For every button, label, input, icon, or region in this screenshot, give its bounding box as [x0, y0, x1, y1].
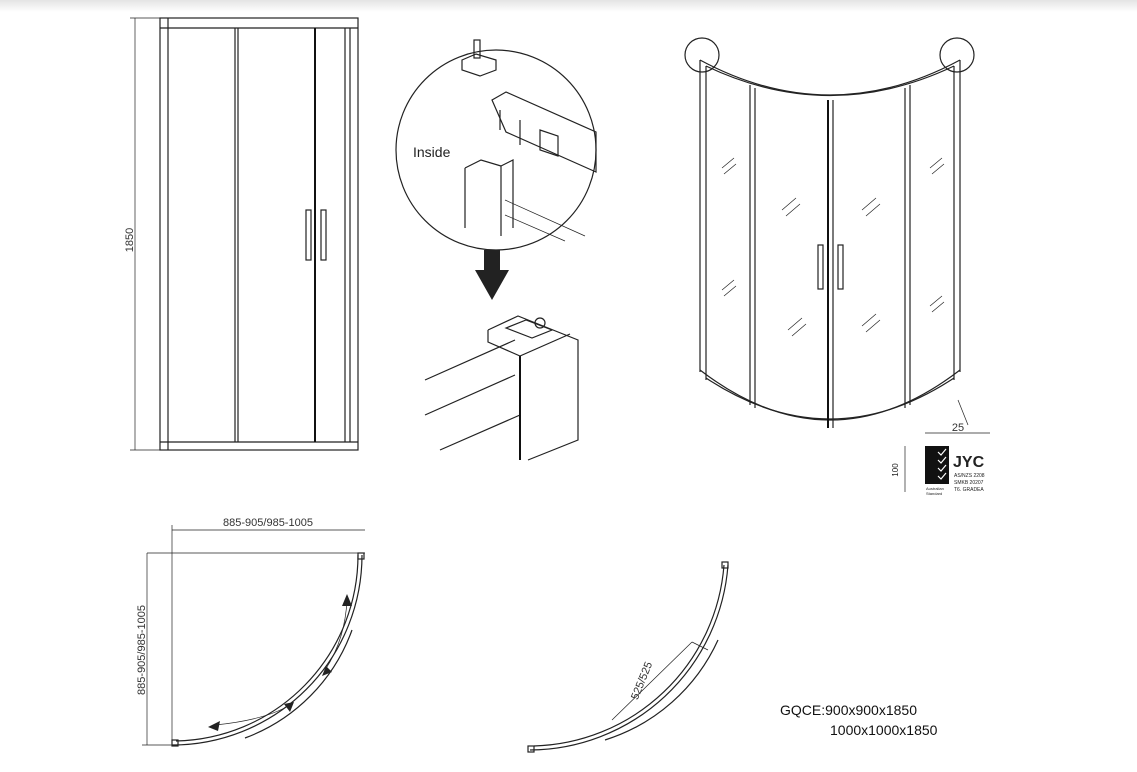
plan-view: 885-905/985-1005 885-905/985-1005: [136, 517, 365, 747]
down-arrow-icon: [475, 250, 509, 300]
standard-text: SMKB 20207: [954, 480, 984, 486]
model-code: GQCE:900x900x1850: [780, 702, 917, 718]
standard-text: T6. GRADEA: [954, 487, 984, 493]
height-dimension: 1850: [124, 228, 136, 252]
badge-height-dim: 100: [891, 463, 900, 477]
sliding-arrow-icon: [322, 594, 352, 676]
front-elevation: 1850: [124, 17, 359, 451]
top-bar: [0, 0, 1137, 12]
model-size: 1000x1000x1850: [830, 722, 938, 738]
sliding-arrow-icon: [208, 702, 294, 731]
cap-detail: Inside: [395, 39, 597, 461]
inside-label: Inside: [413, 144, 451, 160]
caption-text: Australian: [926, 486, 944, 491]
badge-width-dim: 25: [952, 422, 964, 434]
standard-text: AS/NZS 2208: [954, 473, 985, 479]
door-opening-plan: 525/525: [527, 561, 729, 753]
brand-logo: JYC: [953, 454, 985, 471]
caption-text: Standard: [926, 491, 942, 496]
door-handle-left: [305, 209, 312, 261]
enclosure-3d-view: [684, 37, 975, 428]
plan-depth-dim: 885-905/985-1005: [136, 605, 148, 695]
plan-width-dim: 885-905/985-1005: [223, 517, 313, 529]
screw-icon: [473, 39, 481, 59]
opening-dim: 525/525: [629, 660, 655, 701]
door-handle-right: [320, 209, 327, 261]
compliance-label: 25 100 JYC AS/NZS 2208 SMKB 20207 T6. GR…: [891, 422, 990, 496]
